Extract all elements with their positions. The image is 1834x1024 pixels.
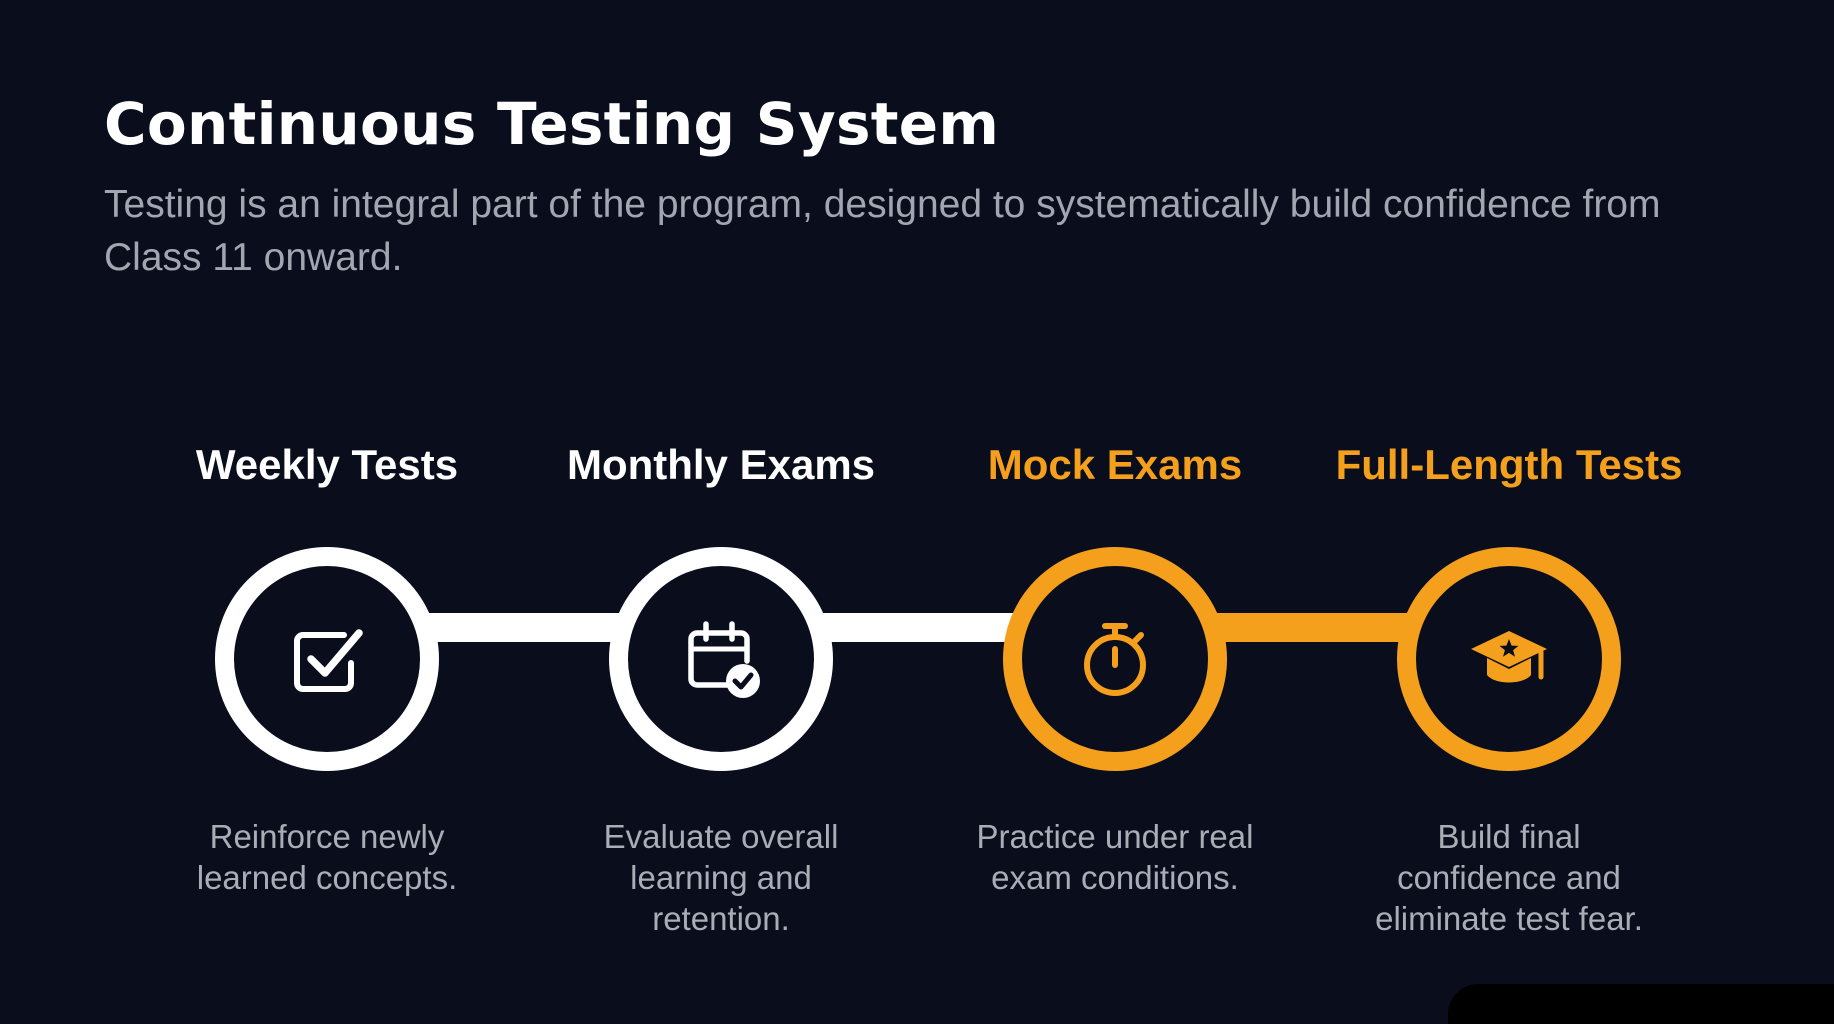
step-description: Evaluate overall learning and retention. bbox=[603, 818, 839, 937]
page-title: Continuous Testing System bbox=[104, 90, 1000, 158]
graduation-cap-icon bbox=[1471, 631, 1547, 683]
step-monthly-exams: Monthly Exams Evaluate overall learning … bbox=[531, 430, 911, 939]
step-node bbox=[1397, 547, 1621, 771]
stopwatch-icon bbox=[1084, 623, 1146, 696]
calendar-check-icon bbox=[688, 621, 760, 698]
step-node bbox=[609, 547, 833, 771]
corner-bar bbox=[1448, 984, 1834, 1024]
step-title: Monthly Exams bbox=[566, 441, 876, 488]
step-node bbox=[215, 547, 439, 771]
step-mock-exams: Mock Exams Practice under real exam cond… bbox=[925, 430, 1305, 898]
step-title: Full-Length Tests bbox=[1335, 441, 1683, 488]
step-title: Weekly Tests bbox=[195, 441, 459, 488]
checkbox-check-icon bbox=[294, 629, 363, 692]
step-description: Build final confidence and eliminate tes… bbox=[1375, 818, 1643, 937]
step-description: Reinforce newly learned concepts. bbox=[196, 818, 458, 896]
step-title: Mock Exams bbox=[987, 441, 1243, 488]
step-node bbox=[1003, 547, 1227, 771]
page-subtitle: Testing is an integral part of the progr… bbox=[104, 183, 1661, 279]
step-full-length-tests: Full-Length Tests Build final confidence… bbox=[1319, 430, 1699, 939]
step-weekly-tests: Weekly Tests Reinforce newly learned con… bbox=[137, 430, 517, 898]
step-description: Practice under real exam conditions. bbox=[976, 818, 1254, 896]
